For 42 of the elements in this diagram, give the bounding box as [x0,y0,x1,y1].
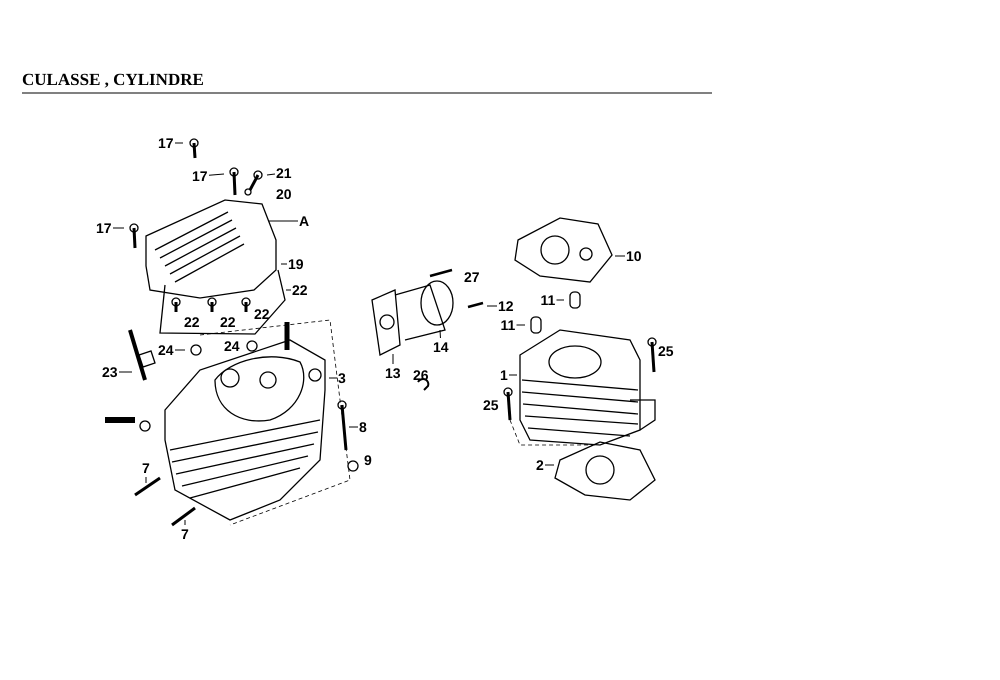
leader-line [440,330,441,338]
leader-line [184,520,186,526]
callout-number: 8 [359,419,367,435]
callout-number: 25 [658,343,674,359]
leader-line [348,426,358,428]
callout-number: 13 [385,365,401,381]
callout-number: 17 [158,135,174,151]
leader-line [174,142,184,144]
callout-number: 25 [483,397,499,413]
leader-line [516,324,526,326]
callout-number: 22 [292,282,308,298]
callout-number: 7 [142,460,150,476]
callout-number: 20 [276,186,292,202]
callout-number: 7 [181,526,189,542]
callout-number: 17 [192,168,208,184]
leader-line [208,174,224,176]
callout-number: 22 [254,306,270,322]
callout-number: 22 [220,314,236,330]
leader-line [508,374,518,376]
leader-line [266,174,276,176]
callout-number: 17 [96,220,112,236]
callout-number: 23 [102,364,118,380]
leader-line [268,220,298,222]
leader-line [392,354,394,364]
callout-number: 14 [433,339,449,355]
callout-number: 1 [500,367,508,383]
leader-line [544,464,554,466]
callout-number: 22 [184,314,200,330]
callout-number: 10 [626,248,642,264]
callout-number: 2 [536,457,544,473]
callout-number: 3 [338,370,346,386]
callout-number: 12 [498,298,514,314]
callout-number: 11 [540,292,556,308]
callout-number: 24 [224,338,240,354]
callout-number: 21 [276,165,292,181]
callout-number: 24 [158,342,174,358]
callout-number: 11 [500,317,516,333]
title: CULASSE , CYLINDRE [22,70,204,90]
callout-number: A [299,213,310,229]
callout-number: 9 [364,452,372,468]
callout-number: 27 [464,269,480,285]
callout-number: 19 [288,256,304,272]
